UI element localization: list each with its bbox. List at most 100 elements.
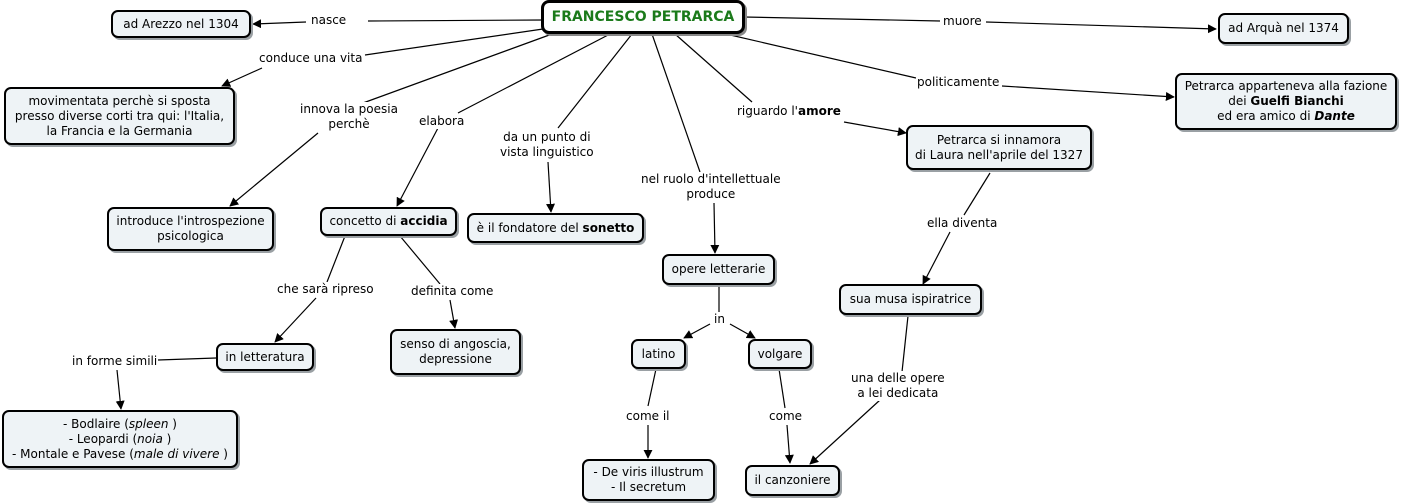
link-come-il: come il: [625, 409, 671, 424]
edge-root-nasce: [367, 19, 544, 22]
node-laura[interactable]: Petrarca si innamora di Laura nell'april…: [906, 125, 1092, 170]
link-ripreso-label: che sarà ripreso: [277, 282, 374, 296]
node-autori[interactable]: - Bodlaire (spleen ) - Leopardi (noia ) …: [2, 410, 238, 468]
link-intellettuale-line2: produce: [686, 187, 736, 201]
node-opere-label: opere letterarie: [671, 262, 766, 276]
node-introspezione-line2: psicologica: [157, 229, 224, 243]
edge-innova-introspezione: [229, 132, 319, 207]
node-introspezione[interactable]: introduce l'introspezione psicologica: [107, 207, 274, 251]
node-vita[interactable]: movimentata perchè si sposta presso dive…: [4, 87, 235, 145]
edge-dedicata-canzoniere: [809, 399, 881, 465]
edge-root-elabora: [457, 33, 611, 114]
link-nasce-label: nasce: [311, 13, 347, 27]
node-introspezione-line1: introduce l'introspezione: [116, 214, 265, 228]
edge-intellettuale-opere: [710, 202, 720, 254]
node-canzoniere-label: il canzoniere: [754, 473, 831, 487]
node-sonetto[interactable]: è il fondatore del sonetto: [467, 213, 644, 243]
link-linguistico-line1: da un punto di: [503, 130, 591, 144]
link-amore-label: riguardo l'amore: [737, 104, 841, 118]
edge-forme-autori: [115, 369, 125, 410]
link-in-label: in: [714, 312, 725, 326]
edge-root-amore: [674, 33, 753, 103]
link-dedicata-line2: a lei dedicata: [857, 386, 939, 400]
edge-root-politicamente: [725, 33, 917, 79]
node-vita-line1: movimentata perchè si sposta: [28, 93, 211, 108]
node-latino[interactable]: latino: [631, 339, 686, 369]
node-accidia-label: concetto di accidia: [329, 214, 448, 228]
edge-ripreso-letteratura: [274, 297, 317, 343]
link-forme-label: in forme simili: [72, 354, 158, 368]
node-letteratura-label: in letteratura: [225, 349, 305, 364]
link-definita-label: definita come: [411, 284, 494, 298]
edge-amore-laura: [843, 121, 907, 137]
edge-laura-diventa: [963, 172, 991, 216]
node-autori-line3: - Montale e Pavese (male di vivere ): [12, 446, 228, 461]
edge-volgare-come: [778, 368, 786, 409]
edge-come-canzoniere: [784, 424, 794, 464]
node-fazione-line1: Petrarca apparteneva alla fazione: [1184, 79, 1388, 93]
node-autori-line2: - Leopardi (noia ): [68, 431, 172, 446]
link-definita: definita come: [410, 284, 495, 299]
edge-root-conduce: [364, 28, 544, 56]
node-volgare-label: volgare: [757, 346, 803, 361]
link-come-il-label: come il: [626, 409, 670, 423]
link-elabora-label: elabora: [419, 114, 465, 128]
edge-root-muore: [743, 16, 941, 22]
node-letteratura[interactable]: in letteratura: [216, 343, 314, 371]
node-musa[interactable]: sua musa ispiratrice: [839, 284, 982, 315]
node-vita-line2: presso diverse corti tra qui: l'Italia,: [14, 108, 225, 123]
node-accidia[interactable]: concetto di accidia: [320, 207, 457, 236]
node-fazione-line2: dei Guelfi Bianchi: [1228, 94, 1344, 108]
link-conduce: conduce una vita: [258, 51, 364, 66]
edge-latino-comeil: [647, 368, 657, 407]
node-deviris-line2: - Il secretum: [610, 480, 687, 494]
edge-nasce-arezzo: [252, 19, 307, 29]
node-sonetto-label: è il fondatore del sonetto: [476, 220, 635, 235]
edge-politicamente-fazione: [1001, 85, 1175, 101]
link-come-label: come: [769, 409, 803, 423]
edge-elabora-accidia: [396, 127, 439, 207]
node-arqua-label: ad Arquà nel 1374: [1228, 21, 1339, 35]
root-node[interactable]: FRANCESCO PETRARCA: [541, 0, 745, 34]
node-laura-line1: Petrarca si innamora: [936, 132, 1062, 147]
edge-root-linguistico: [557, 33, 633, 129]
node-volgare[interactable]: volgare: [748, 339, 812, 369]
link-amore: riguardo l'amore: [736, 104, 842, 119]
link-politicamente: politicamente: [916, 75, 1001, 90]
edge-definita-angoscia: [449, 299, 459, 329]
node-autori-line1: - Bodlaire (spleen ): [63, 416, 177, 431]
node-angoscia-line1: senso di angoscia,: [400, 337, 511, 351]
edge-musa-dedicata: [901, 315, 909, 373]
node-opere[interactable]: opere letterarie: [662, 254, 775, 285]
link-in: in: [713, 312, 726, 327]
node-fazione[interactable]: Petrarca apparteneva alla fazione dei Gu…: [1175, 73, 1397, 130]
node-arqua[interactable]: ad Arquà nel 1374: [1218, 13, 1349, 44]
node-angoscia-line2: depressione: [419, 352, 492, 366]
link-intellettuale-line1: nel ruolo d'intellettuale: [641, 172, 781, 186]
link-innova-line2: perchè: [328, 117, 370, 131]
node-deviris[interactable]: - De viris illustrum - Il secretum: [582, 459, 715, 501]
edge-accidia-ripreso: [326, 235, 346, 283]
edge-letteratura-forme: [157, 357, 217, 361]
edge-diventa-musa: [922, 231, 951, 285]
edge-conduce-vita: [221, 67, 263, 87]
link-dedicata-line1: una delle opere: [851, 371, 945, 385]
node-angoscia[interactable]: senso di angoscia, depressione: [390, 329, 521, 375]
link-linguistico: da un punto di vista linguistico: [499, 130, 595, 160]
link-dedicata: una delle opere a lei dedicata: [850, 371, 946, 401]
link-linguistico-line2: vista linguistico: [500, 145, 594, 159]
link-diventa: ella diventa: [926, 216, 999, 231]
edge-in-latino: [683, 323, 711, 339]
link-forme: in forme simili: [71, 354, 159, 369]
link-elabora: elabora: [418, 114, 466, 129]
node-arezzo[interactable]: ad Arezzo nel 1304: [111, 10, 251, 38]
edge-root-innova: [362, 33, 553, 104]
node-vita-line3: la Francia e la Germania: [46, 123, 193, 138]
link-innova: innova la poesia perchè: [299, 102, 399, 132]
edge-root-intellettuale: [651, 33, 701, 173]
node-arezzo-label: ad Arezzo nel 1304: [123, 16, 239, 31]
edge-linguistico-sonetto: [546, 161, 556, 213]
link-come: come: [768, 409, 804, 424]
link-muore: muore: [942, 14, 983, 29]
node-canzoniere[interactable]: il canzoniere: [745, 465, 840, 496]
